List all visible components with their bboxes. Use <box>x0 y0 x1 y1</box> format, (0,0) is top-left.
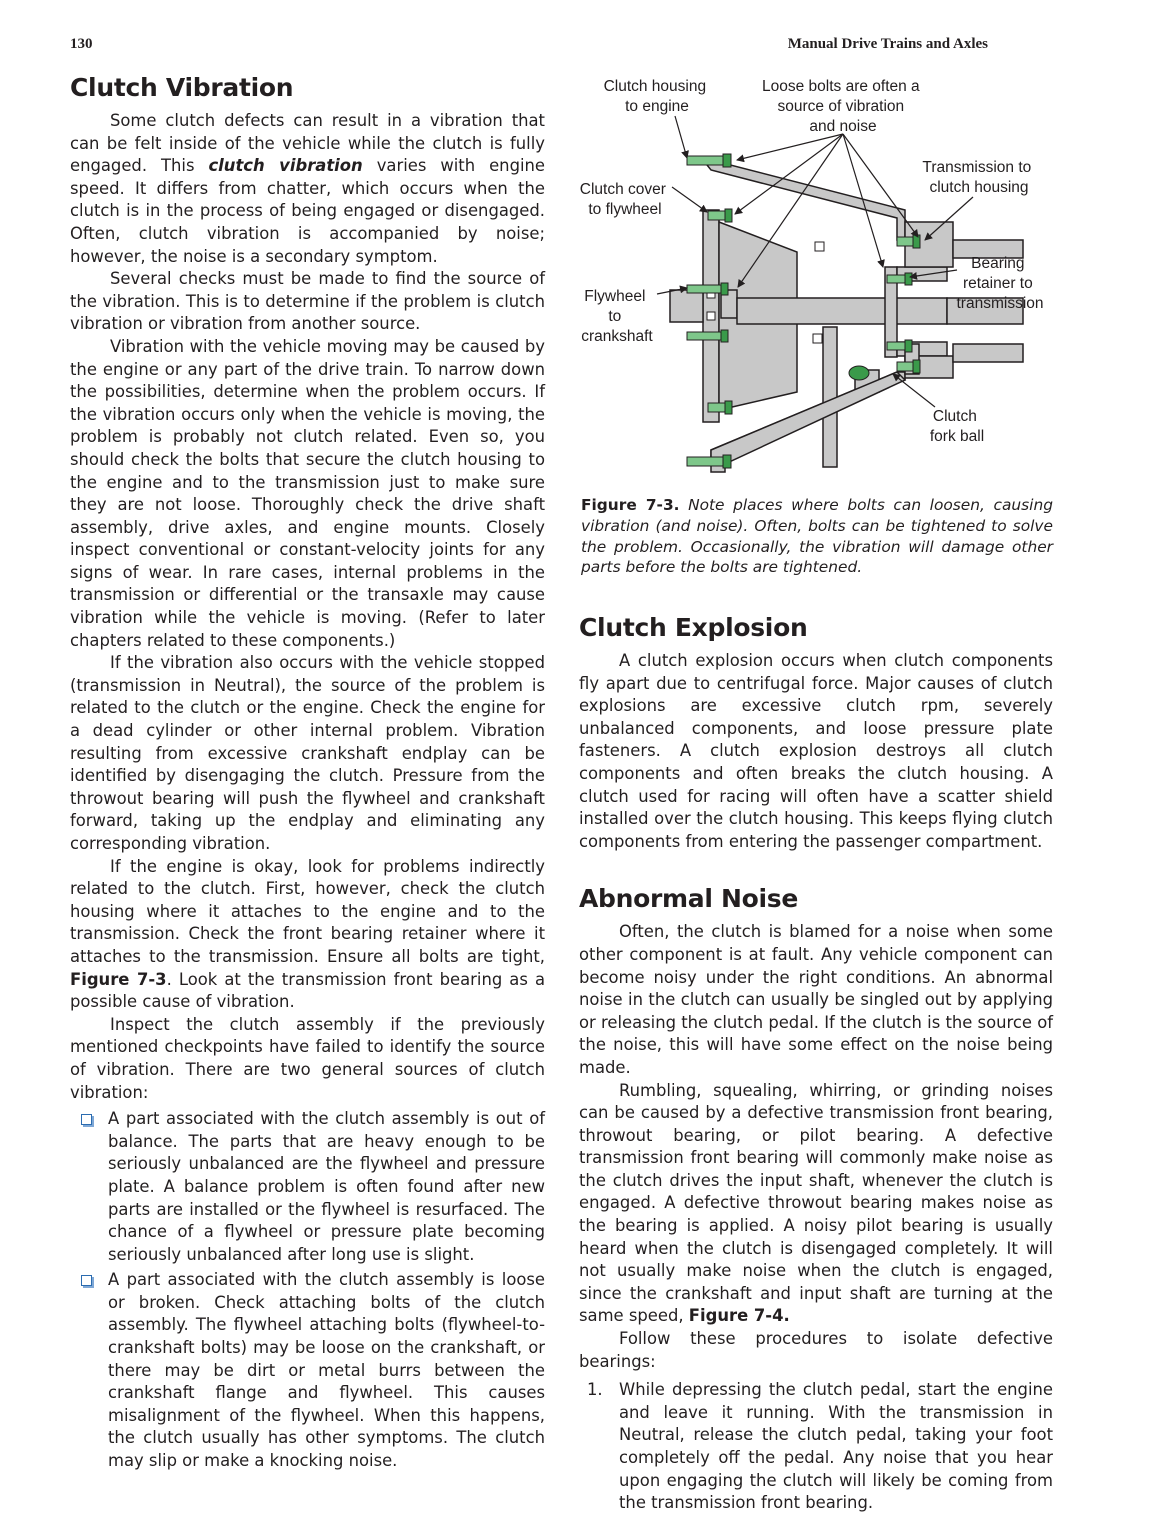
label-flywheel-to-crankshaft: Flywheel to crankshaft <box>581 288 653 345</box>
figure-caption: Figure 7-3. Note places where bolts can … <box>581 495 1053 578</box>
paragraph: If the engine is okay, look for problems… <box>70 856 545 1012</box>
leader-lines <box>656 115 974 408</box>
figure-reference: Figure 7-4. <box>688 1306 790 1326</box>
clutch-diagram: Clutch housing to engine Loose bolts are… <box>580 78 1044 473</box>
numbered-list: 1.While depressing the clutch pedal, sta… <box>579 1379 1053 1515</box>
paragraph: If the vibration also occurs with the ve… <box>70 653 545 853</box>
page: 130 Manual Drive Trains and Axles Clutch… <box>70 36 1065 1512</box>
left-column: Clutch Vibration Some clutch defects can… <box>70 72 545 1476</box>
bolts <box>686 153 921 469</box>
paragraph: Several checks must be made to find the … <box>70 269 545 334</box>
paragraph: Some clutch defects can result in a vibr… <box>70 111 545 266</box>
paragraph: Vibration with the vehicle moving may be… <box>70 336 545 650</box>
label-clutch-housing-to-engine: Clutch housing to engine <box>604 78 711 115</box>
label-clutch-fork-ball: Clutch fork ball <box>930 408 984 445</box>
caption-text: Note places where bolts can loosen, caus… <box>581 496 1053 577</box>
paragraph: Often, the clutch is blamed for a noise … <box>579 922 1053 1077</box>
checkbox-bullet-icon <box>81 1114 92 1126</box>
bullet-list: A part associated with the clutch assemb… <box>70 1108 545 1473</box>
paragraph: A clutch explosion occurs when clutch co… <box>579 651 1053 851</box>
list-item: A part associated with the clutch assemb… <box>70 1269 545 1472</box>
page-number: 130 <box>70 36 93 52</box>
paragraph: Inspect the clutch assembly if the previ… <box>70 1014 545 1102</box>
running-head: Manual Drive Trains and Axles <box>787 36 988 52</box>
figure-7-3: Clutch housing to engine Loose bolts are… <box>575 72 1065 492</box>
list-item: 1.While depressing the clutch pedal, sta… <box>587 1380 1053 1513</box>
label-loose-bolts: Loose bolts are often a source of vibrat… <box>762 78 924 135</box>
clutch-assembly-drawing <box>669 159 1024 473</box>
list-number: 1. <box>587 1380 603 1400</box>
checkbox-bullet-icon <box>81 1275 92 1287</box>
heading-abnormal-noise: Abnormal Noise <box>579 884 799 914</box>
paragraph: Rumbling, squealing, whirring, or grindi… <box>579 1080 1053 1326</box>
heading-clutch-explosion: Clutch Explosion <box>579 613 808 642</box>
label-clutch-cover-to-flywheel: Clutch cover to flywheel <box>580 181 670 218</box>
figure-reference: Figure 7-3 <box>70 969 167 989</box>
key-term: clutch vibration <box>208 156 363 176</box>
paragraph: Follow these procedures to isolate defec… <box>579 1329 1053 1371</box>
label-transmission-to-clutch-housing: Transmission to clutch housing <box>922 159 1035 196</box>
figure-label: Figure 7-3. <box>581 496 680 514</box>
heading-clutch-vibration: Clutch Vibration <box>70 73 294 102</box>
label-bearing-retainer: Bearing retainer to transmission <box>957 255 1044 312</box>
right-column: Clutch Explosion A clutch explosion occu… <box>579 612 1053 1515</box>
list-item: A part associated with the clutch assemb… <box>70 1108 545 1266</box>
